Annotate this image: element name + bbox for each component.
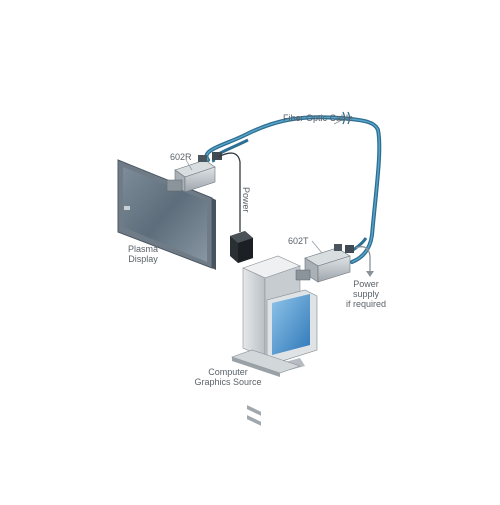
display-logo-badge bbox=[124, 206, 130, 210]
label-plasma-line2: Display bbox=[128, 254, 158, 264]
label-supply-line1: Power bbox=[353, 279, 379, 289]
label-plasma-display: Plasma Display bbox=[118, 244, 168, 264]
power-supply-arrow bbox=[355, 246, 374, 277]
transmitter-unit-602t bbox=[295, 244, 354, 283]
power-adapter bbox=[217, 152, 253, 263]
label-computer-line1: Computer bbox=[208, 367, 248, 377]
receiver-unit-602r bbox=[166, 152, 222, 193]
label-power-supply: Power supply if required bbox=[336, 279, 396, 309]
label-602r: 602R bbox=[170, 152, 192, 162]
label-supply-line2: supply bbox=[352, 289, 379, 299]
computer-monitor bbox=[266, 289, 318, 370]
rx-leader-line bbox=[185, 159, 193, 171]
label-computer-source: Computer Graphics Source bbox=[188, 367, 268, 387]
label-fiber-optic-cable: Fiber Optic Cable bbox=[283, 113, 354, 123]
label-supply-line3: if required bbox=[345, 299, 387, 309]
cable-leader-line bbox=[333, 119, 343, 125]
plasma-display bbox=[117, 159, 216, 270]
tx-leader-line bbox=[311, 240, 323, 254]
label-602t: 602T bbox=[288, 236, 309, 246]
label-computer-line2: Graphics Source bbox=[194, 377, 262, 387]
cable-break-marker bbox=[342, 111, 351, 125]
label-power: Power bbox=[241, 187, 251, 213]
keyboard bbox=[231, 349, 301, 377]
label-plasma-line1: Plasma bbox=[127, 244, 158, 254]
